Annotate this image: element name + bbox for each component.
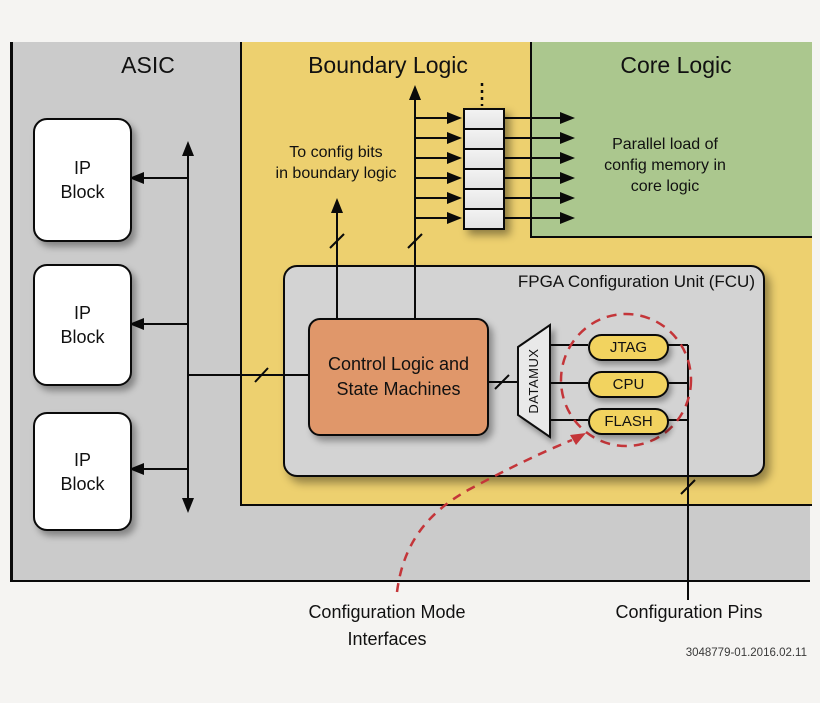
control-logic-box: Control Logic and State Machines	[308, 318, 489, 436]
register-cell	[465, 170, 503, 190]
core-annotation: Parallel load of config memory in core l…	[604, 136, 726, 195]
fcu-title: FPGA Configuration Unit (FCU)	[517, 272, 755, 291]
datamux-label: DATAMUX	[525, 348, 541, 414]
register-cell	[465, 110, 503, 130]
config-shift-register	[463, 108, 505, 230]
jtag-interface-pill: JTAG	[588, 334, 669, 361]
boundary-logic-title: Boundary Logic	[308, 52, 468, 78]
ip-block-3-label: IP Block	[60, 449, 105, 494]
ip-block-1: IP Block	[33, 118, 132, 242]
asic-region-title: ASIC	[121, 52, 175, 78]
configuration-pins-label: Configuration Pins	[615, 602, 763, 622]
control-logic-label: Control Logic and State Machines	[327, 354, 470, 399]
register-cell	[465, 150, 503, 170]
ip-block-2: IP Block	[33, 264, 132, 386]
core-logic-title: Core Logic	[620, 52, 732, 78]
ip-block-3: IP Block	[33, 412, 132, 531]
register-cell	[465, 130, 503, 150]
core-logic-region	[530, 42, 812, 238]
flash-interface-pill: FLASH	[588, 408, 669, 435]
boundary-annotation: To config bits in boundary logic	[275, 144, 397, 182]
ip-block-1-label: IP Block	[60, 158, 105, 202]
register-cell	[465, 190, 503, 210]
ip-block-2-label: IP Block	[60, 303, 105, 347]
document-number: 3048779-01.2016.02.11	[685, 647, 807, 659]
cpu-interface-pill: CPU	[588, 371, 669, 398]
configuration-mode-label: Configuration Mode Interfaces	[308, 602, 466, 649]
register-cell	[465, 210, 503, 228]
